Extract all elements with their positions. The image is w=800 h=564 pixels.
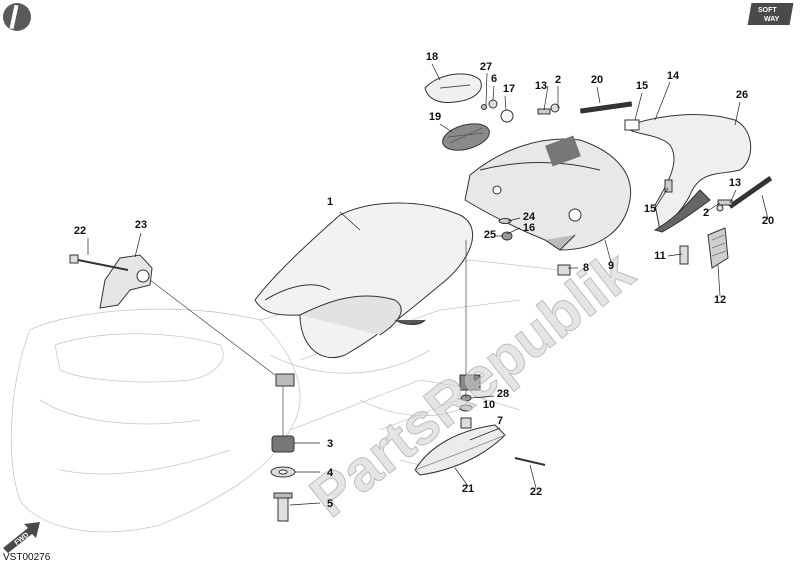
leader-line	[504, 95, 507, 111]
callout-13: 13	[535, 80, 547, 92]
callout-4: 4	[327, 467, 334, 479]
callout-23: 23	[135, 219, 147, 231]
callout-1: 1	[327, 196, 333, 208]
callout-7: 7	[497, 415, 503, 427]
leader-line	[431, 63, 441, 81]
leader-line	[492, 85, 495, 101]
leader-line	[469, 427, 501, 441]
drawing-code: VST00276	[3, 552, 51, 563]
bracket-part	[69, 254, 153, 309]
callout-27: 27	[480, 61, 492, 73]
callout-12: 12	[714, 294, 726, 306]
callout-2: 2	[555, 74, 561, 86]
leader-line	[634, 92, 643, 121]
callout-13: 13	[729, 177, 741, 189]
callout-17: 17	[503, 83, 515, 95]
leader-line	[734, 101, 741, 126]
leader-line	[506, 227, 521, 235]
leader-line	[439, 123, 453, 133]
fwd-label: FWD	[13, 532, 30, 547]
leader-line	[604, 239, 612, 263]
cover-part	[424, 73, 482, 103]
callout-24: 24	[523, 211, 536, 223]
seat-part	[254, 202, 474, 359]
callout-25: 25	[484, 229, 496, 241]
callout-28: 28	[497, 388, 509, 400]
leader-line	[529, 464, 537, 489]
callout-20: 20	[762, 215, 774, 227]
leader-line	[667, 253, 683, 257]
assembly-lines	[149, 240, 467, 436]
leader-line	[761, 194, 769, 220]
leader-line	[454, 467, 469, 487]
leader-line	[485, 72, 488, 106]
leader-line	[596, 86, 601, 104]
leader-line	[717, 264, 721, 297]
callout-15: 15	[644, 203, 656, 215]
software-badge: SOFT WAY	[747, 3, 794, 25]
callout-6: 6	[491, 73, 497, 85]
callout-10: 10	[483, 399, 495, 411]
callout-15: 15	[636, 80, 648, 92]
callout-21: 21	[462, 483, 474, 495]
callout-22: 22	[74, 225, 86, 237]
leader-line	[543, 85, 549, 111]
grille-part	[442, 123, 729, 269]
callout-18: 18	[426, 51, 438, 63]
hardware-parts	[275, 99, 733, 429]
leader-line	[705, 202, 721, 213]
tail-shell-part	[624, 114, 752, 233]
callout-8: 8	[583, 262, 589, 274]
leader-line	[653, 187, 669, 211]
callout-20: 20	[591, 74, 603, 86]
callout-3: 3	[327, 438, 333, 450]
manufacturer-badge-icon	[3, 3, 31, 31]
leader-line	[339, 211, 361, 231]
mount-stack-part	[270, 435, 296, 522]
software-badge-line1: SOFT	[758, 7, 777, 14]
callout-26: 26	[736, 89, 748, 101]
software-badge-line2: WAY	[764, 16, 780, 23]
callout-14: 14	[667, 70, 680, 82]
leader-line	[507, 217, 521, 222]
callout-19: 19	[429, 111, 441, 123]
leader-line	[134, 232, 142, 258]
callout-11: 11	[654, 250, 666, 262]
leader-line	[470, 395, 495, 399]
callout-16: 16	[523, 222, 535, 234]
leader-line	[654, 81, 671, 121]
callout-2: 2	[703, 207, 709, 219]
leader-line	[289, 502, 321, 506]
side-panel-part	[414, 424, 546, 476]
forward-arrow-icon: FWD	[3, 522, 40, 553]
decal-part	[579, 101, 773, 209]
callout-5: 5	[327, 498, 333, 510]
callout-9: 9	[608, 260, 614, 272]
callout-leaders	[87, 63, 769, 506]
leader-line	[729, 189, 737, 204]
callout-22: 22	[530, 486, 542, 498]
